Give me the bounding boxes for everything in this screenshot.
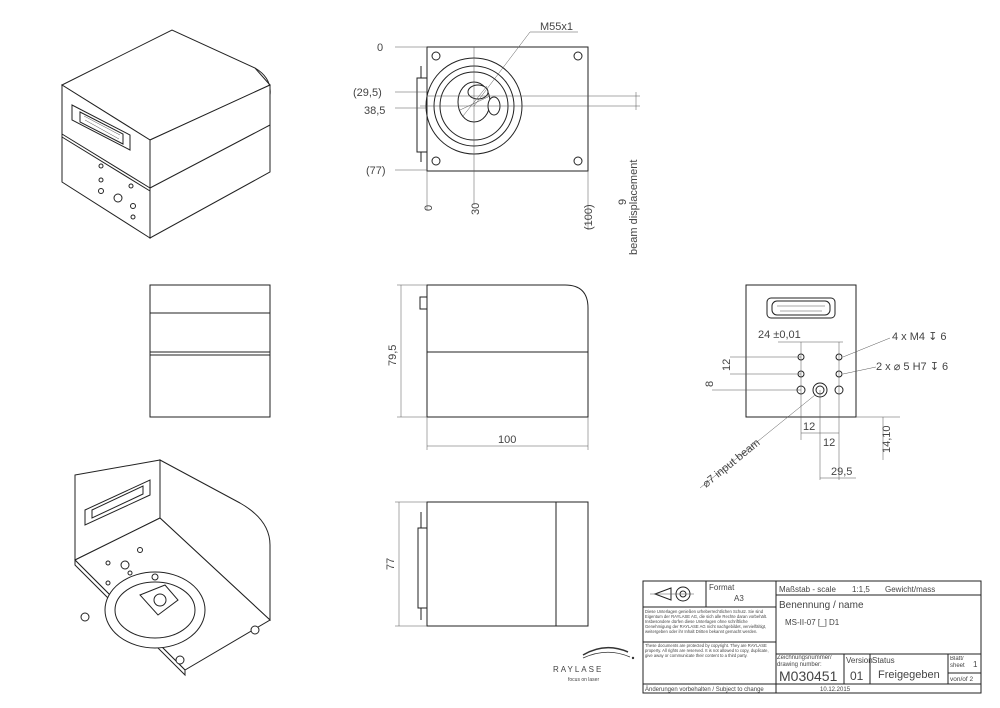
rear-dim-14-10: 14,10 (881, 425, 893, 453)
isometric-view-bottom (74, 459, 271, 677)
rear-m4-holes: 4 x M4 ↧ 6 (892, 331, 946, 343)
front-view: M55x1 0 (29,5) 38,5 (77) 0 30 (100) 9 be… (353, 21, 640, 255)
front-dim-bottom-2: (100) (583, 204, 595, 230)
rear-dim-12-vertical: 12 (721, 359, 733, 371)
front-dim-bottom-1: 30 (470, 203, 482, 215)
input-beam-label: ⌀7 input beam (700, 437, 762, 491)
side-width-dim: 100 (498, 434, 516, 446)
rear-spacing-label: 24 ±0,01 (758, 329, 801, 341)
scale-value: 1:1,5 (852, 585, 870, 594)
sub-d-connector-rear (766, 297, 836, 319)
drawing-number-label: Zeichnungsnummer/ drawing number: (777, 655, 832, 668)
status-value: Freigegeben (878, 669, 940, 681)
format-value: A3 (734, 594, 744, 603)
status-label: Status (872, 656, 895, 665)
beam-displacement-value: 9 (617, 199, 629, 205)
rear-dim-8: 8 (704, 381, 716, 387)
beam-displacement-label: beam displacement (628, 160, 640, 255)
title-block: Format A3 Maßstab - scale 1:1,5 Gewicht/… (642, 580, 982, 694)
logo-name: RAYLASE (553, 665, 603, 674)
version-label: Version (846, 656, 873, 665)
projection-symbol (650, 586, 694, 602)
rear-pin-holes: 2 x ⌀ 5 H7 ↧ 6 (876, 361, 948, 373)
sub-d-connector-iso (71, 104, 131, 151)
sub-d-connector-iso-bottom (84, 479, 151, 526)
left-side-view (149, 284, 271, 418)
drawing-date: 10.12.2015 (820, 687, 851, 693)
side-height-dim: 79,5 (387, 345, 399, 366)
front-dim-left-3: (77) (366, 165, 386, 177)
sheet-number: 1 (973, 660, 978, 669)
rear-dim-29-5: 29,5 (831, 466, 852, 478)
copyright-de: Diese Unterlagen genießen urheberrechtli… (645, 609, 768, 634)
change-note: Änderungen vorbehalten / Subject to chan… (645, 686, 764, 693)
sheet-of: von/of 2 (950, 676, 974, 683)
bottom-view: 77 (385, 501, 589, 627)
isometric-view-top (60, 29, 271, 239)
name-label: Benennung / name (779, 600, 864, 611)
name-value: MS-II-07 [_] D1 (785, 618, 840, 627)
bottom-height-dim: 77 (385, 558, 397, 570)
version-value: 01 (850, 669, 864, 683)
front-dim-left-0: 0 (377, 42, 383, 54)
rear-view: 24 ±0,01 4 x M4 ↧ 6 2 x ⌀ 5 H7 ↧ 6 12 8 … (699, 284, 948, 491)
weight-label: Gewicht/mass (885, 585, 935, 594)
front-dim-left-1: (29,5) (353, 87, 382, 99)
front-dim-bottom-0: 0 (423, 205, 435, 211)
side-view: 79,5 100 (387, 284, 589, 450)
thread-label: M55x1 (540, 21, 573, 33)
scale-label: Maßstab - scale (779, 585, 836, 594)
raylase-logo: RAYLASE focus on laser (553, 646, 635, 683)
logo-tagline: focus on laser (568, 677, 599, 683)
sheet-label: Blatt/ sheet (950, 656, 965, 669)
front-dim-left-2: 38,5 (364, 105, 385, 117)
rear-dim-12-a: 12 (803, 421, 815, 433)
format-label: Format (709, 583, 735, 592)
copyright-en: These documents are protected by copyrig… (645, 643, 769, 658)
mirror-mount-iso (139, 584, 179, 616)
drawing-number: M030451 (779, 668, 838, 684)
rear-dim-12-b: 12 (823, 437, 835, 449)
